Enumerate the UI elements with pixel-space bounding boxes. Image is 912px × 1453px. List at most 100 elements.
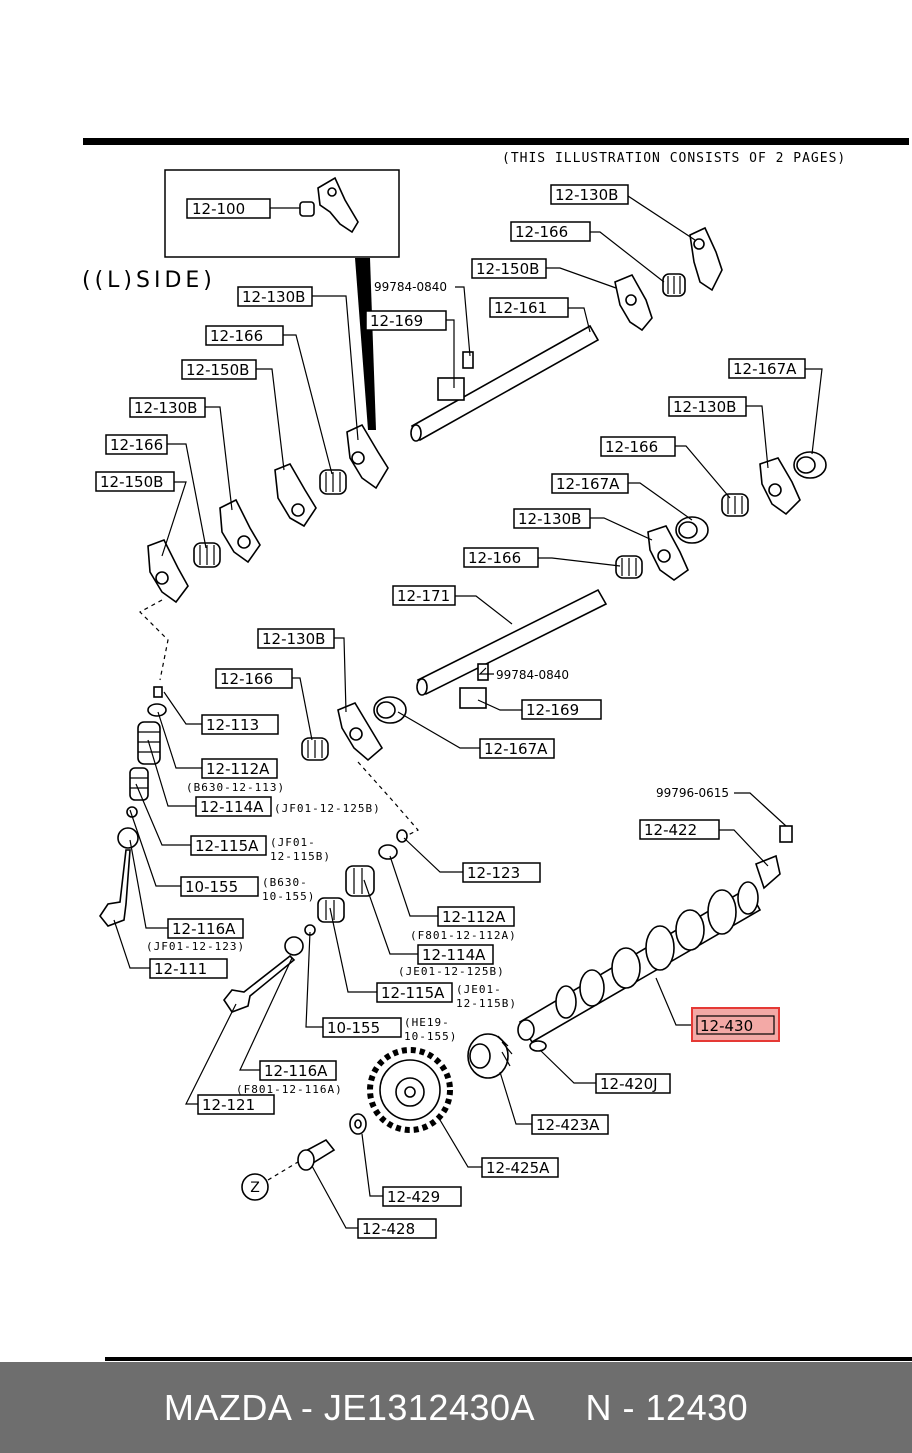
label-12-420j: 12-420J bbox=[600, 1075, 658, 1093]
note-115a-b-1: (JE01- bbox=[456, 983, 502, 996]
label-12-161: 12-161 bbox=[494, 299, 547, 317]
label-12-422: 12-422 bbox=[644, 821, 697, 839]
side-label: ((L)SIDE) bbox=[82, 268, 216, 293]
rocker-arm-top bbox=[689, 226, 723, 292]
label-12-169-b: 12-169 bbox=[526, 701, 579, 719]
label-12-150b-top: 12-150B bbox=[476, 260, 539, 278]
note-112a-a: (B630-12-113) bbox=[186, 781, 285, 794]
spring-m bbox=[301, 737, 329, 761]
footer-part-number: MAZDA - JE1312430A N - 12430 bbox=[163, 1386, 749, 1428]
label-12-130b-top: 12-130B bbox=[555, 186, 618, 204]
dash-line-left bbox=[139, 599, 169, 681]
label-12-130b-r1: 12-130B bbox=[673, 398, 736, 416]
note-114a-a: (JF01-12-125B) bbox=[274, 802, 381, 815]
leader-lines bbox=[113, 195, 823, 1229]
label-12-123: 12-123 bbox=[467, 864, 520, 882]
part-labels: 12-100 12-130B 12-166 12-150B 12-161 12-… bbox=[95, 184, 806, 1239]
inset-box bbox=[164, 169, 400, 258]
label-12-130b-l2: 12-130B bbox=[134, 399, 197, 417]
note-10155-b-2: 10-155) bbox=[404, 1030, 457, 1043]
rocker-arm-r2 bbox=[647, 525, 689, 581]
spring-r1 bbox=[721, 493, 749, 517]
bearing-167a-r2 bbox=[675, 516, 709, 544]
valve-stack-left bbox=[99, 686, 167, 927]
label-12-429: 12-429 bbox=[387, 1188, 440, 1206]
key-420j bbox=[529, 1040, 547, 1052]
bolt-428 bbox=[297, 1138, 336, 1171]
note-116a-a: (JF01-12-123) bbox=[146, 940, 245, 953]
label-12-114a-a: 12-114A bbox=[200, 798, 264, 816]
label-12-166-m: 12-166 bbox=[220, 670, 273, 688]
label-12-167a-r1: 12-167A bbox=[733, 360, 797, 378]
note-115a-a-1: (JF01- bbox=[270, 836, 316, 849]
inset-rocker-arm bbox=[299, 176, 359, 234]
rocker-shaft-171 bbox=[416, 588, 608, 696]
parts-diagram: (THIS ILLUSTRATION CONSISTS OF 2 PAGES) … bbox=[82, 138, 912, 1361]
label-12-116a-b: 12-116A bbox=[264, 1062, 328, 1080]
footer-bar: MAZDA - JE1312430A N - 12430 bbox=[0, 1362, 912, 1453]
note-116a-b: (F801-12-116A) bbox=[236, 1083, 343, 1096]
rocker-arm-top-2 bbox=[614, 273, 653, 332]
spring-r2 bbox=[615, 555, 643, 579]
label-12-166-l1: 12-166 bbox=[210, 327, 263, 345]
ref-circle-z bbox=[241, 1173, 269, 1201]
label-12-116a-a: 12-116A bbox=[172, 920, 236, 938]
ref-mark-z: Z bbox=[250, 1180, 260, 1196]
label-12-121: 12-121 bbox=[202, 1096, 255, 1114]
label-12-113: 12-113 bbox=[206, 716, 259, 734]
label-12-166-l2: 12-166 bbox=[110, 436, 163, 454]
label-12-423a: 12-423A bbox=[536, 1116, 600, 1134]
camshaft bbox=[517, 881, 762, 1044]
label-12-114a-b: 12-114A bbox=[422, 946, 486, 964]
spring-top bbox=[662, 273, 686, 297]
label-12-167a-m: 12-167A bbox=[484, 740, 548, 758]
label-12-130b-r2: 12-130B bbox=[518, 510, 581, 528]
label-12-169-a: 12-169 bbox=[370, 312, 423, 330]
label-12-111: 12-111 bbox=[154, 960, 207, 978]
note-114a-b: (JE01-12-125B) bbox=[398, 965, 505, 978]
note-115a-b-2: 12-115B) bbox=[456, 997, 517, 1010]
bolt-top bbox=[437, 351, 474, 401]
bottom-rule bbox=[105, 1357, 912, 1361]
label-12-150b-l1: 12-150B bbox=[186, 361, 249, 379]
label-12-100: 12-100 bbox=[192, 200, 245, 218]
gear-423a bbox=[467, 1033, 513, 1079]
label-99796-0615: 99796-0615 bbox=[656, 786, 729, 800]
bearing-167a-m bbox=[373, 696, 407, 724]
label-12-166-r2: 12-166 bbox=[468, 549, 521, 567]
note-112a-b: (F801-12-112A) bbox=[410, 929, 517, 942]
label-99784-0840-b: 99784-0840 bbox=[496, 668, 569, 682]
label-10-155-b: 10-155 bbox=[327, 1019, 380, 1037]
spring-left-2 bbox=[193, 542, 221, 568]
bearing-167a-r1 bbox=[793, 451, 827, 479]
rocker-arm-left-3 bbox=[219, 498, 261, 564]
sprocket-425a bbox=[367, 1047, 453, 1133]
label-12-115a-a: 12-115A bbox=[195, 837, 259, 855]
rocker-arm-left-4 bbox=[147, 538, 189, 604]
dash-line-mid bbox=[357, 761, 419, 841]
inset-pointer bbox=[355, 258, 376, 430]
note-10155-b-1: (HE19- bbox=[404, 1016, 450, 1029]
rocker-arm-m bbox=[337, 701, 384, 762]
label-12-130b-m: 12-130B bbox=[262, 630, 325, 648]
highlight-12-430 bbox=[691, 1007, 780, 1042]
bolt-mid bbox=[459, 663, 489, 709]
top-rule bbox=[83, 138, 909, 145]
label-12-167a-r2: 12-167A bbox=[556, 475, 620, 493]
label-12-425a: 12-425A bbox=[486, 1159, 550, 1177]
label-12-166-r1: 12-166 bbox=[605, 438, 658, 456]
label-12-115a-b: 12-115A bbox=[381, 984, 445, 1002]
label-99784-0840-a: 99784-0840 bbox=[374, 280, 447, 294]
rocker-shaft-161 bbox=[410, 324, 600, 442]
label-12-130b-l1: 12-130B bbox=[242, 288, 305, 306]
note-10155-a-1: (B630- bbox=[262, 876, 308, 889]
label-10-155-a: 10-155 bbox=[185, 878, 238, 896]
header-note: (THIS ILLUSTRATION CONSISTS OF 2 PAGES) bbox=[502, 151, 846, 166]
rocker-arm-left-2 bbox=[274, 462, 317, 528]
label-12-166-top: 12-166 bbox=[515, 223, 568, 241]
label-12-112a-a: 12-112A bbox=[206, 760, 270, 778]
bracket-422 bbox=[755, 825, 793, 890]
label-12-430: 12-430 bbox=[700, 1017, 753, 1035]
label-12-150b-l2: 12-150B bbox=[100, 473, 163, 491]
rocker-arm-left-1 bbox=[346, 423, 389, 490]
